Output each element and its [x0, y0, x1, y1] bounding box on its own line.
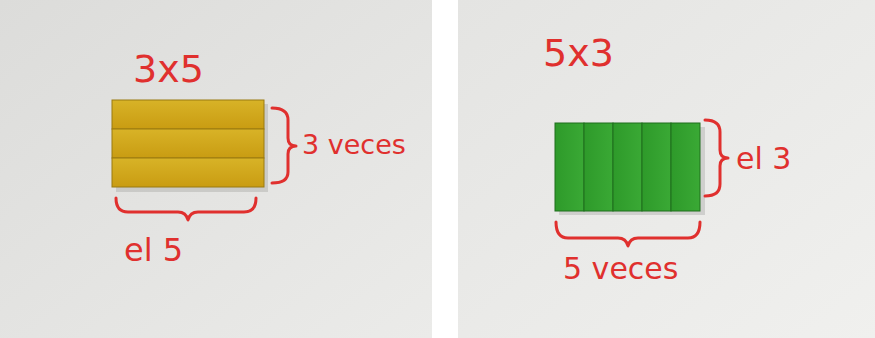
multiplication-label: 5x3: [543, 34, 614, 72]
bracket: [272, 108, 296, 183]
number-label: el 5: [124, 234, 183, 266]
times-label: 3 veces: [302, 131, 406, 158]
green-rods: [555, 123, 700, 211]
photo-ground: [0, 0, 432, 338]
times-label: 5 veces: [563, 254, 678, 284]
multiplication-label: 3x5: [133, 50, 204, 88]
bracket: [116, 198, 256, 220]
yellow-rods: [112, 100, 264, 187]
number-label: el 3: [736, 144, 791, 174]
bracket: [705, 120, 728, 196]
photo-ground: [458, 0, 875, 338]
bracket: [556, 222, 700, 246]
